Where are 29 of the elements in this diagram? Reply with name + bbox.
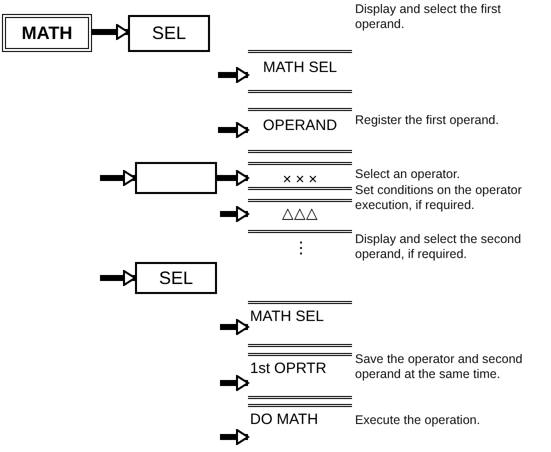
arrow	[220, 429, 249, 445]
menu-item: × × ×	[248, 162, 352, 190]
menu-item: MATH SEL	[248, 50, 352, 93]
description-text: Set conditions on the operator execution, if required.	[355, 183, 523, 213]
soft-key: SEL	[135, 262, 217, 294]
ellipsis-mark: ⋮	[293, 239, 309, 258]
description-text: Display and select the first operand.	[355, 2, 502, 32]
arrow	[220, 375, 249, 391]
hard-key: MATH	[2, 14, 92, 52]
arrow	[220, 206, 249, 222]
description-text: Display and select the second operand, if required.	[355, 232, 522, 262]
arrow	[220, 319, 249, 335]
description-text: Save the operator and second operand at the same time.	[355, 352, 524, 382]
description-text: Execute the operation.	[355, 413, 482, 428]
arrow	[100, 170, 136, 186]
menu-item: DO MATH	[248, 404, 352, 436]
menu-item: OPERAND	[248, 108, 352, 153]
arrow	[218, 67, 249, 83]
menu-item: 1st OPRTR	[248, 353, 352, 399]
soft-key	[135, 162, 217, 194]
arrow	[217, 170, 249, 186]
description-text: Select an operator.	[355, 167, 461, 182]
menu-item: △△△	[248, 199, 352, 233]
arrow	[92, 24, 129, 40]
menu-item: MATH SEL	[248, 301, 352, 347]
arrow	[100, 270, 136, 286]
soft-key: SEL	[128, 15, 210, 52]
arrow	[218, 122, 249, 138]
description-text: Register the first operand.	[355, 113, 500, 128]
